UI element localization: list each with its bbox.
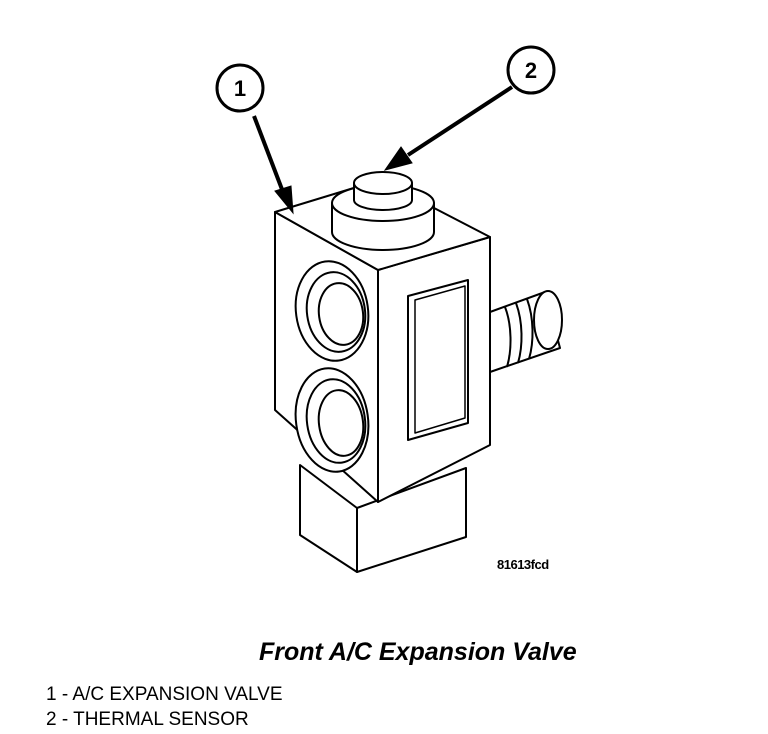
legend: 1 - A/C EXPANSION VALVE 2 - THERMAL SENS… bbox=[46, 682, 283, 732]
figure-id: 81613fcd bbox=[497, 557, 549, 572]
lower-port bbox=[294, 367, 370, 473]
tube-fitting bbox=[489, 290, 563, 373]
upper-port bbox=[294, 260, 370, 362]
callout-1: 1 bbox=[215, 63, 294, 215]
label-recess bbox=[407, 279, 469, 441]
legend-item-2: 2 - THERMAL SENSOR bbox=[46, 709, 249, 730]
callout-2: 2 bbox=[383, 45, 556, 171]
thermal-sensor bbox=[331, 171, 435, 251]
lower-block bbox=[299, 464, 467, 573]
callout-2-number: 2 bbox=[525, 58, 537, 83]
callout-1-number: 1 bbox=[234, 76, 246, 101]
legend-item-1: 1 - A/C EXPANSION VALVE bbox=[46, 684, 283, 705]
figure-caption: Front A/C Expansion Valve bbox=[259, 638, 577, 666]
